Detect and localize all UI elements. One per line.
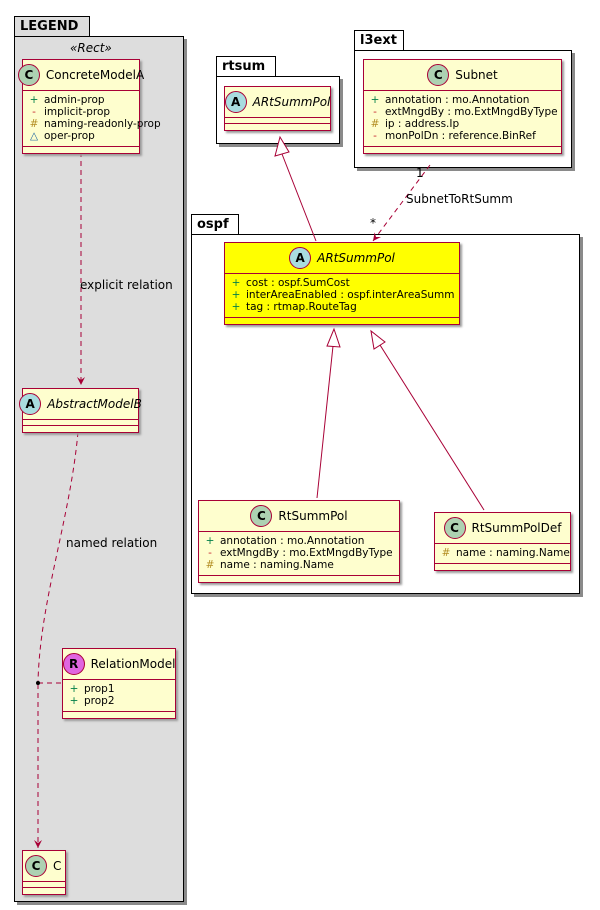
class-name: RtSummPol bbox=[278, 509, 348, 523]
attribute-row: +admin-prop bbox=[29, 94, 105, 106]
class-name: ConcreteModelA bbox=[45, 68, 145, 82]
named-relation-label: named relation bbox=[66, 536, 158, 550]
attribute-row: △oper-prop bbox=[29, 130, 95, 142]
class-name: Subnet bbox=[455, 68, 498, 82]
rtsum-artsummpol-class[interactable]: A ARtSummPol bbox=[224, 86, 331, 131]
attribute-row: +annotation : mo.Annotation bbox=[370, 94, 530, 106]
abstract-a-icon: A bbox=[224, 91, 247, 113]
legend-stereotype: «Rect» bbox=[70, 41, 112, 55]
concrete-model-a-class[interactable]: C ConcreteModelA +admin-prop -implicit-p… bbox=[17, 59, 161, 154]
class-c-icon: C bbox=[25, 855, 47, 877]
attribute-row: -extMngdBy : mo.ExtMngdByType bbox=[373, 106, 558, 118]
attribute-row: -implicit-prop bbox=[32, 106, 111, 118]
subnet-relation-label: SubnetToRtSumm bbox=[406, 192, 513, 206]
attribute-row: #ip : address.Ip bbox=[370, 118, 460, 130]
rtsum-package-tab: rtsum bbox=[216, 56, 276, 77]
attribute-row: #name : naming.Name bbox=[205, 559, 334, 571]
attribute-row: #name : naming.Name bbox=[441, 547, 570, 559]
multiplicity-one-label: 1 bbox=[416, 166, 424, 180]
rtsummpol-generalization-line bbox=[316, 345, 334, 499]
rtsummpol-generalization-head bbox=[326, 327, 341, 348]
c-class[interactable]: C C bbox=[22, 850, 66, 895]
legend-package bbox=[14, 36, 184, 902]
rtsummpol-class[interactable]: C RtSummPol +annotation : mo.Annotation … bbox=[198, 500, 400, 583]
class-name: RtSummPolDef bbox=[471, 521, 562, 535]
class-c-icon: C bbox=[427, 64, 450, 86]
class-name: RelationModel bbox=[90, 657, 176, 671]
rtsummpoldef-generalization-line bbox=[379, 344, 485, 511]
attribute-row: +tag : rtmap.RouteTag bbox=[231, 301, 357, 313]
ospf-artsummpol-class[interactable]: A ARtSummPol +cost : ospf.SumCost +inter… bbox=[224, 242, 460, 325]
explicit-relation-label: explicit relation bbox=[80, 278, 173, 292]
class-name: ARtSummPol bbox=[317, 251, 395, 265]
attribute-row: +annotation : mo.Annotation bbox=[205, 535, 365, 547]
class-name: AbstractModelB bbox=[47, 397, 142, 411]
class-name: ARtSummPol bbox=[252, 95, 331, 109]
rtsum-generalization-line bbox=[281, 153, 317, 242]
attribute-row: +cost : ospf.SumCost bbox=[231, 277, 350, 289]
attribute-row: +interAreaEnabled : ospf.interAreaSumm bbox=[231, 289, 455, 301]
class-c-icon: C bbox=[17, 64, 40, 86]
subnet-class[interactable]: C Subnet +annotation : mo.Annotation -ex… bbox=[363, 59, 562, 154]
attribute-row: +prop1 bbox=[69, 683, 115, 695]
abstract-model-b-class[interactable]: A AbstractModelB bbox=[19, 388, 142, 433]
named-relation-line bbox=[37, 431, 79, 683]
attribute-row: -monPolDn : reference.BinRef bbox=[373, 130, 536, 142]
relation-model-class[interactable]: R RelationModel +prop1 +prop2 bbox=[62, 648, 176, 719]
l3ext-package-tab: l3ext bbox=[354, 30, 404, 51]
attribute-row: -extMngdBy : mo.ExtMngdByType bbox=[208, 547, 393, 559]
class-name: C bbox=[53, 859, 62, 873]
attribute-row: #naming-readonly-prop bbox=[29, 118, 161, 130]
rtsum-generalization-head bbox=[274, 135, 290, 157]
attribute-row: +prop2 bbox=[69, 695, 115, 707]
multiplicity-many-label: * bbox=[370, 216, 376, 230]
subnet-relation-line bbox=[372, 164, 431, 242]
rtsummpoldef-class[interactable]: C RtSummPolDef #name : naming.Name bbox=[434, 512, 571, 571]
rtsummpoldef-generalization-head bbox=[370, 329, 386, 350]
abstract-a-icon: A bbox=[19, 393, 42, 415]
abstract-a-icon: A bbox=[289, 247, 312, 269]
class-c-icon: C bbox=[443, 517, 466, 539]
class-c-icon: C bbox=[250, 505, 273, 527]
legend-package-tab: LEGEND bbox=[14, 16, 90, 37]
relation-r-icon: R bbox=[62, 653, 85, 675]
ospf-package-tab: ospf bbox=[191, 214, 239, 235]
relation-junction-dot bbox=[36, 681, 40, 685]
